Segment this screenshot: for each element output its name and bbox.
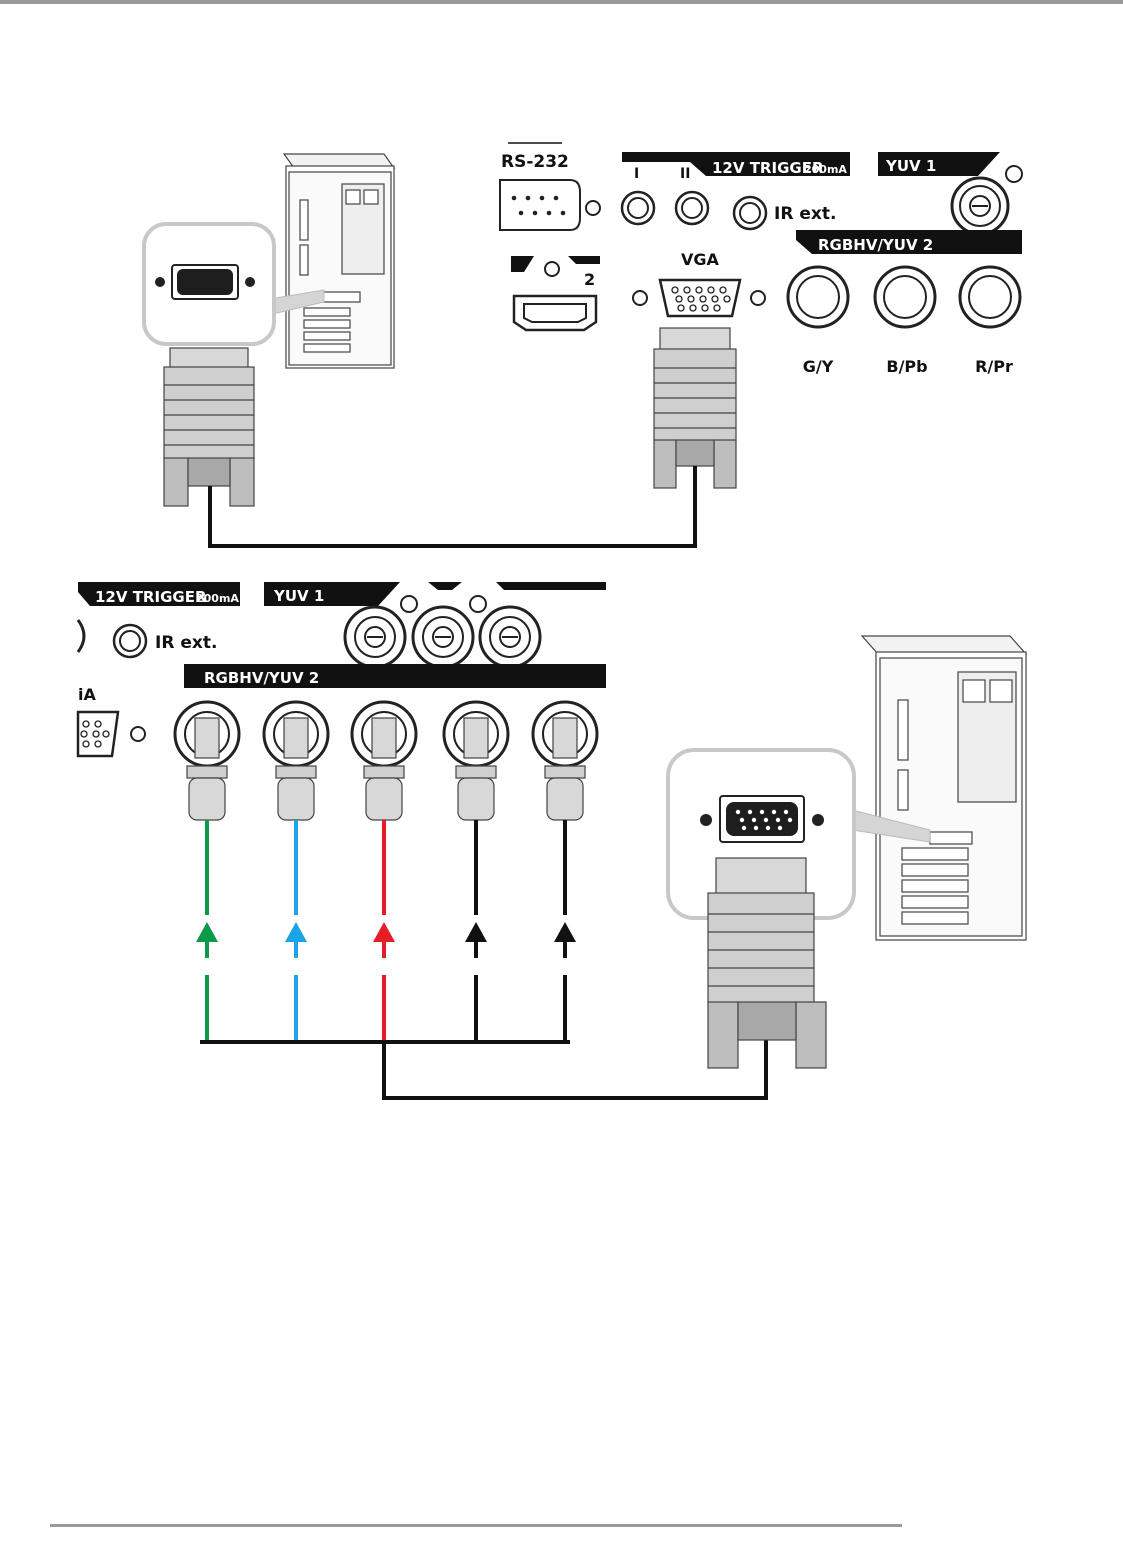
vga-partial-label: iA (78, 685, 96, 704)
rs232-label: RS-232 (501, 152, 569, 172)
vga-plug-bottom (707, 857, 827, 1069)
yuv1-bnc-jack (950, 176, 1010, 236)
computer-tower-bottom (860, 635, 1028, 941)
rs232-port (499, 179, 581, 231)
vga-label: VGA (681, 250, 720, 269)
ir-ext-label: IR ext. (774, 204, 836, 224)
bnc-label-bpb: B/Pb (886, 357, 927, 376)
bnc-plug-red (350, 700, 418, 1042)
rgbhv-label-bottom: RGBHV/YUV 2 (204, 669, 319, 687)
trigger-banner-bottom-label: 12V TRIGGER (95, 588, 207, 606)
computer-tower-top (282, 153, 396, 369)
bnc-plug-green (173, 700, 241, 1042)
vga-cable-top (208, 466, 697, 548)
arrow-black-2 (554, 922, 576, 942)
vga-cable-bottom (382, 1040, 768, 1100)
yuv1-label-bottom: YUV 1 (273, 587, 324, 605)
vga-port-callout-top (142, 222, 325, 346)
hdmi-number: 2 (584, 270, 595, 289)
projector-panel-top: RS-232 12V TRIGGER 200mA I II IR ext. YU… (499, 142, 1023, 376)
vga-port-top (632, 278, 766, 318)
arrow-blue (285, 922, 307, 942)
bnc-label-rpr: R/Pr (975, 357, 1013, 376)
trigger-ii-label: II (680, 166, 690, 182)
trigger-banner-bottom-sub: 200mA (196, 592, 239, 605)
bnc-plug-black-2 (531, 700, 599, 1042)
yuv1-banner (878, 152, 1000, 176)
arrow-black-1 (465, 922, 487, 942)
bnc-plug-group (173, 700, 599, 1042)
projector-panel-bottom: 12V TRIGGER 200mA IR ext. YUV 1 RGBHV/YU… (76, 582, 606, 758)
trigger-banner-label: 12V TRIGGER (712, 159, 824, 177)
yuv1-label: YUV 1 (885, 157, 936, 175)
bnc-plug-blue (262, 700, 330, 1042)
hdmi-port (512, 294, 598, 332)
ir-ext-jack (732, 195, 768, 231)
trigger-banner (622, 152, 850, 176)
bnc-plug-black-1 (442, 700, 510, 1042)
bnc-jack-gy-top (786, 265, 850, 329)
bottom-rule (50, 1524, 902, 1527)
bnc-jack-rpr-top (958, 265, 1022, 329)
rgbhv-label: RGBHV/YUV 2 (818, 236, 933, 254)
top-rule (0, 0, 1123, 4)
trigger-jack-ii (674, 190, 710, 226)
arrow-green (196, 922, 218, 942)
trigger-banner-sub: 200mA (804, 163, 847, 176)
ir-ext-jack-bottom (112, 623, 148, 659)
trigger-i-label: I (634, 166, 639, 182)
ir-ext-label-bottom: IR ext. (155, 633, 217, 653)
vga-plug-right-top (653, 327, 737, 489)
rgbhv-banner (796, 230, 1022, 254)
yuv1-jacks-bottom (343, 605, 542, 669)
arrow-red (373, 922, 395, 942)
vga-port-callout-bottom (666, 748, 931, 920)
rgbhv-banner-bottom (184, 664, 606, 688)
trigger-banner-bottom (78, 582, 240, 606)
vga-port-partial (76, 710, 146, 758)
bnc-label-gy: G/Y (803, 357, 834, 376)
bnc-jack-bpb-top (873, 265, 937, 329)
vga-plug-left-top (163, 347, 255, 507)
trigger-jack-i (620, 190, 656, 226)
yuv1-banner-bottom (264, 582, 400, 606)
